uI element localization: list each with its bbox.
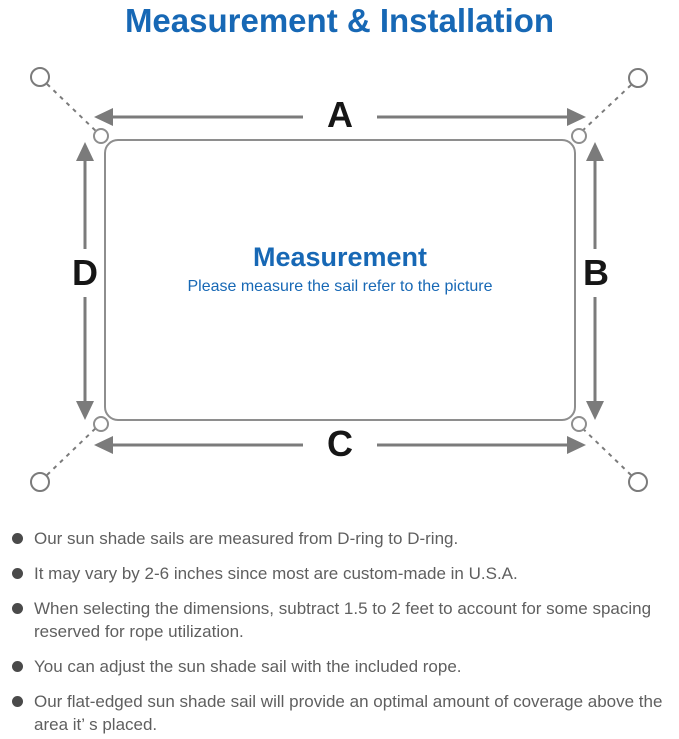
d-ring-bottom-left-icon (93, 416, 109, 432)
rope-dashed-line-bottom-right (578, 424, 632, 476)
bullet-icon (12, 603, 23, 614)
anchor-ring-bottom-right-icon (628, 472, 648, 492)
notes-list: Our sun shade sails are measured from D-… (8, 527, 670, 739)
note-item: Our sun shade sails are measured from D-… (8, 527, 670, 550)
dimension-label-d: D (66, 249, 104, 297)
anchor-ring-top-left-icon (30, 67, 50, 87)
d-ring-bottom-right-icon (571, 416, 587, 432)
anchor-ring-top-right-icon (628, 68, 648, 88)
sail-measurement-title: Measurement (252, 242, 428, 272)
note-item: When selecting the dimensions, subtract … (8, 597, 670, 643)
anchor-ring-bottom-left-icon (30, 472, 50, 492)
note-item: It may vary by 2-6 inches since most are… (8, 562, 670, 585)
d-ring-top-left-icon (93, 128, 109, 144)
page-title: Measurement & Installation (124, 2, 555, 39)
d-ring-top-right-icon (571, 128, 587, 144)
note-text: When selecting the dimensions, subtract … (34, 599, 652, 641)
note-item: You can adjust the sun shade sail with t… (8, 655, 670, 678)
sail-outline (104, 139, 576, 421)
note-text: You can adjust the sun shade sail with t… (34, 657, 462, 676)
dimension-label-a: A (303, 91, 377, 139)
rope-dashed-line-top-right (578, 84, 632, 135)
bullet-icon (12, 696, 23, 707)
bullet-icon (12, 568, 23, 579)
note-text: It may vary by 2-6 inches since most are… (34, 564, 518, 583)
sail-measurement-subtitle: Please measure the sail refer to the pic… (187, 278, 493, 295)
note-text: Our sun shade sails are measured from D-… (34, 529, 459, 548)
note-text: Our flat-edged sun shade sail will provi… (34, 692, 663, 734)
bullet-icon (12, 661, 23, 672)
rope-dashed-line-bottom-left (46, 424, 100, 476)
note-item: Our flat-edged sun shade sail will provi… (8, 690, 670, 736)
bullet-icon (12, 533, 23, 544)
dimension-label-c: C (303, 424, 377, 466)
measurement-diagram: A B C D Measurement Please measure the s… (0, 55, 679, 515)
rope-dashed-line-top-left (46, 83, 100, 135)
dimension-label-b: B (577, 249, 615, 297)
